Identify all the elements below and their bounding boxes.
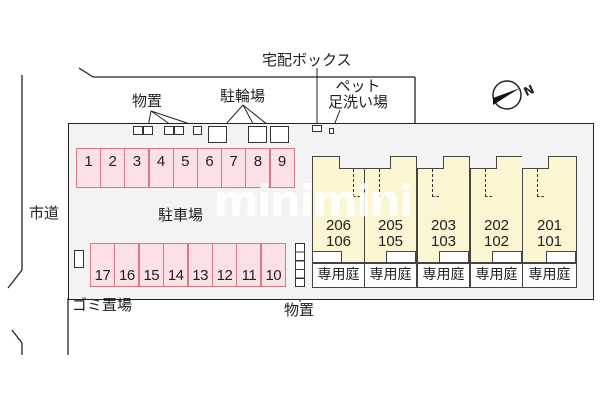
parking-space: 17 <box>90 243 115 287</box>
bicycle-rack <box>270 126 289 143</box>
north-arrow-icon: N <box>492 80 536 110</box>
storage-box <box>174 126 184 135</box>
private-garden: 専用庭 <box>312 263 365 288</box>
unit-lower-number: 106 <box>325 233 352 250</box>
parking-space: 1 <box>76 148 101 188</box>
storage-label-bottom: 物置 <box>284 301 315 319</box>
private-garden: 専用庭 <box>522 263 577 288</box>
storage-label-top: 物置 <box>132 92 163 110</box>
parking-space: 14 <box>163 243 189 287</box>
storage-box <box>193 126 202 135</box>
parking-lot-label: 駐車場 <box>158 206 204 224</box>
bicycle-rack <box>248 126 267 143</box>
unit-notch <box>364 156 391 169</box>
delivery-box <box>312 125 322 132</box>
unit-lower-number: 105 <box>377 233 404 250</box>
parking-space: 3 <box>124 148 150 188</box>
stair-dashed <box>537 169 544 197</box>
delivery-box-label: 宅配ボックス <box>262 51 352 69</box>
unit-notch <box>522 156 549 169</box>
storage-box <box>143 126 153 135</box>
bicycle-parking-label: 駐輪場 <box>220 87 266 105</box>
pet-wash-line1: ペット <box>335 77 381 95</box>
parking-space: 15 <box>138 243 164 287</box>
unit-porch <box>439 251 469 263</box>
unit-lower-number: 103 <box>430 233 457 250</box>
unit-upper-number: 206 <box>325 217 352 234</box>
unit-upper-number: 202 <box>483 217 510 234</box>
unit-upper-number: 201 <box>536 217 563 234</box>
watermark: minimini <box>213 176 414 227</box>
unit-upper-number: 205 <box>377 217 404 234</box>
parking-space: 4 <box>148 148 174 188</box>
private-garden: 専用庭 <box>364 263 417 288</box>
bicycle-rack <box>208 126 227 143</box>
private-garden: 専用庭 <box>470 263 523 288</box>
storage-stack <box>295 243 305 287</box>
unit-porch <box>492 251 522 263</box>
parking-space: 2 <box>100 148 126 188</box>
parking-space: 11 <box>236 243 262 287</box>
unit-lower-number: 101 <box>536 233 563 250</box>
unit-upper-number: 203 <box>430 217 457 234</box>
stair-dashed <box>353 169 360 197</box>
parking-space: 6 <box>197 148 222 188</box>
parking-space: 8 <box>245 148 271 188</box>
pet-wash-label: ペット 足洗い場 <box>328 78 388 110</box>
unit-lower-number: 102 <box>483 233 510 250</box>
garbage-area-label: ゴミ置場 <box>72 296 133 314</box>
unit-notch <box>339 156 366 169</box>
storage-box <box>133 126 143 135</box>
parking-space: 9 <box>269 148 295 188</box>
unit-notch <box>417 156 444 169</box>
unit-notch <box>470 156 497 169</box>
pet-wash-line2: 足洗い場 <box>328 93 389 111</box>
parking-space: 10 <box>260 243 286 287</box>
city-road-label: 市道 <box>29 204 60 222</box>
unit-porch <box>546 251 576 263</box>
storage-box <box>164 126 174 135</box>
parking-space: 16 <box>114 243 140 287</box>
unit-porch <box>386 251 416 263</box>
unit-porch <box>312 251 342 263</box>
pet-wash-station <box>329 128 334 134</box>
stair-dashed <box>485 169 492 197</box>
garbage-box <box>74 250 84 268</box>
stair-dashed <box>379 169 386 197</box>
private-garden: 専用庭 <box>417 263 470 288</box>
stair-dashed <box>432 169 439 197</box>
parking-space: 12 <box>212 243 237 287</box>
parking-space: 5 <box>172 148 198 188</box>
parking-space: 13 <box>187 243 213 287</box>
svg-text:N: N <box>521 82 536 99</box>
